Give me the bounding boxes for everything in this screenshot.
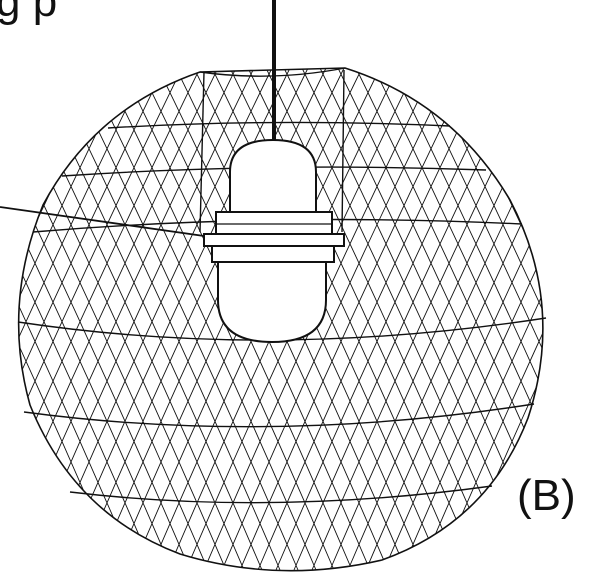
mesh-wire	[409, 68, 543, 571]
mesh-wire	[18, 68, 129, 571]
mesh-wire	[437, 68, 543, 571]
shade-outline	[17, 67, 544, 572]
mesh-wire	[401, 68, 543, 571]
shade-top-frame	[199, 69, 345, 233]
mesh-wire	[211, 68, 443, 571]
mesh-wire	[554, 68, 591, 570]
socket-ring	[203, 233, 345, 247]
mesh-wire	[473, 68, 543, 571]
mesh-wire	[18, 68, 201, 571]
mesh-wire	[18, 68, 173, 571]
mesh-wire	[18, 68, 47, 571]
mesh-wire	[18, 68, 83, 571]
mesh-wire	[391, 68, 543, 571]
mesh-wire	[18, 68, 57, 571]
mesh-wire	[365, 68, 543, 571]
mesh-wire	[18, 68, 137, 571]
mesh-wire	[265, 68, 497, 571]
mesh-wire	[18, 68, 165, 571]
mesh-wire	[67, 68, 299, 571]
mesh-wire	[18, 68, 183, 571]
mesh-wire	[463, 68, 543, 571]
mesh-wire	[383, 68, 543, 571]
mesh-wire	[0, 68, 2, 570]
mesh-wire	[582, 68, 591, 570]
mesh-wire	[239, 68, 471, 571]
mesh-wire	[419, 68, 543, 571]
mesh-wire	[18, 68, 65, 571]
mesh-wire	[18, 68, 155, 571]
mesh-wire	[95, 68, 327, 571]
mesh-wire	[535, 68, 543, 571]
mesh-wire	[221, 68, 453, 571]
mesh-wire	[257, 68, 489, 571]
mesh-wire	[18, 68, 219, 571]
socket-lower-collar	[211, 245, 335, 263]
mesh-wire	[18, 68, 227, 571]
mesh-wire	[455, 68, 543, 571]
mesh-wire	[546, 68, 591, 570]
mesh-wire	[347, 68, 543, 571]
mesh-wire	[18, 68, 29, 571]
mesh-wire	[18, 68, 21, 571]
mesh-wire	[18, 68, 147, 571]
lamp-assembly	[203, 138, 345, 344]
mesh-wire	[18, 68, 101, 571]
mesh-wire	[373, 68, 543, 571]
mesh-wire	[564, 68, 591, 570]
lamp-socket-top	[229, 138, 317, 213]
light-bulb	[217, 261, 327, 344]
top-label-fragment: g p	[0, 0, 58, 26]
mesh-wire	[85, 68, 317, 571]
mesh-wire	[0, 68, 10, 570]
mesh-wire	[18, 68, 93, 571]
leader-line	[0, 206, 205, 237]
mesh-wire	[247, 68, 479, 571]
mesh-wire	[229, 68, 461, 571]
mesh-wire	[355, 68, 543, 571]
mesh-wire	[572, 68, 591, 570]
panel-label: (B)	[517, 471, 576, 520]
mesh-wire	[509, 68, 543, 571]
